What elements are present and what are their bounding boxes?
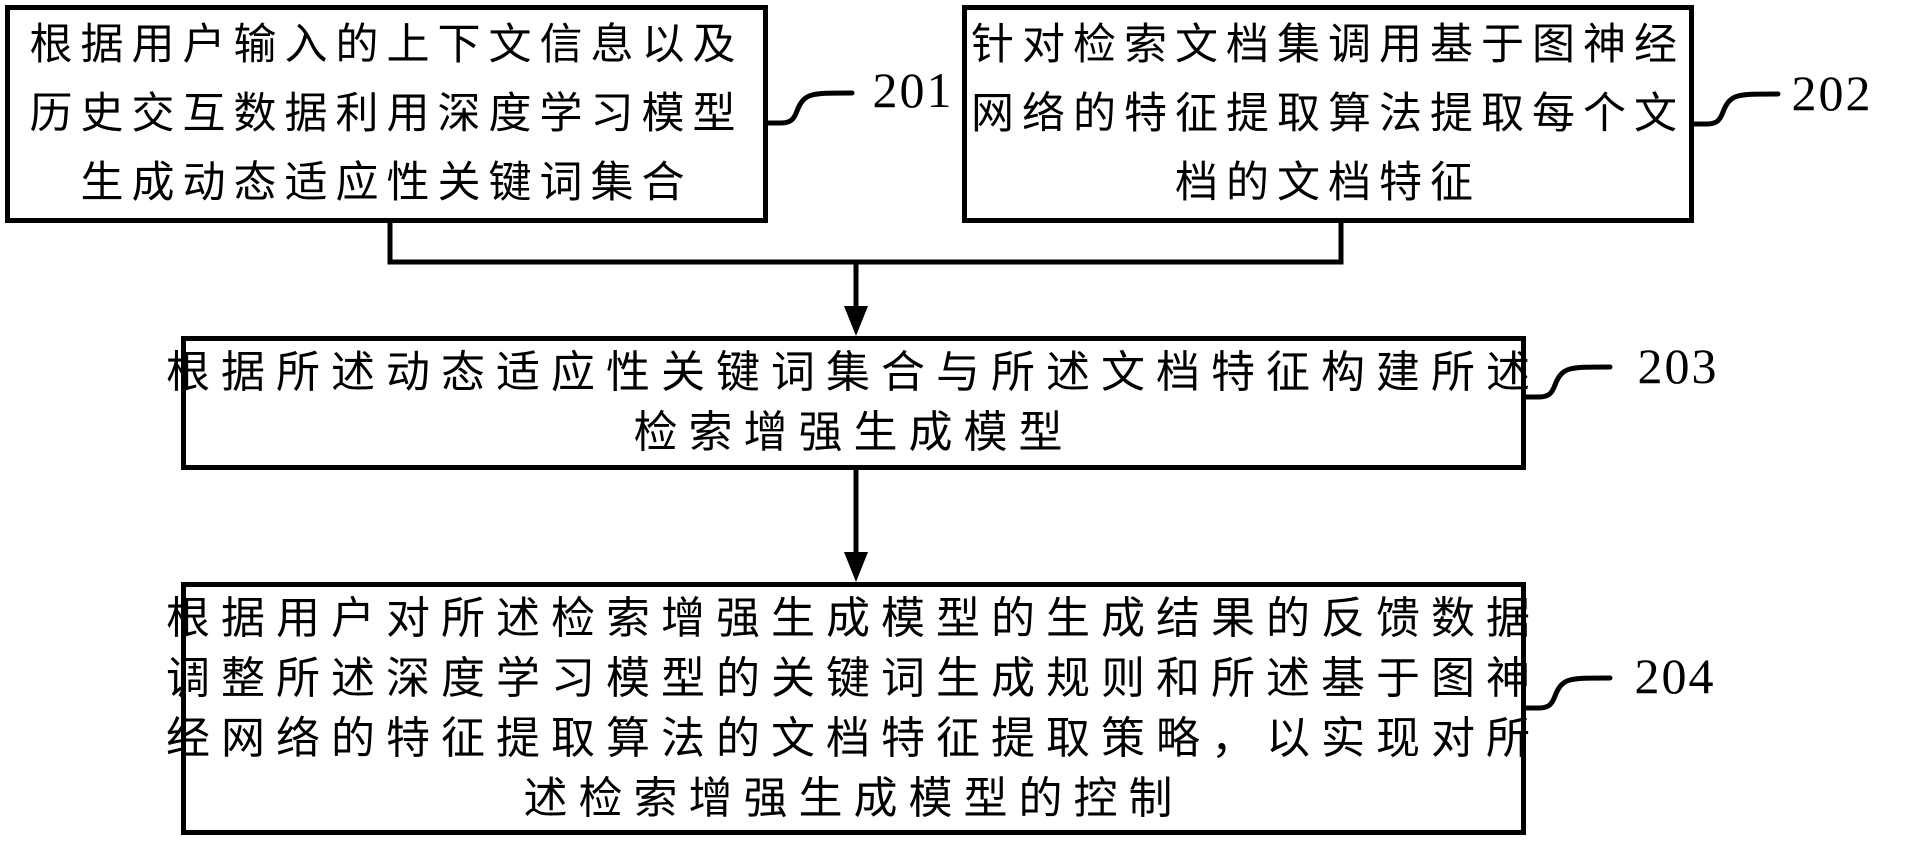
step-box-202: 针对检索文档集调用基于图神经 网络的特征提取算法提取每个文 档的文档特征 <box>962 5 1694 223</box>
ref-label-202: 202 <box>1791 65 1873 121</box>
step-text-line: 生成动态适应性关键词集合 <box>80 159 693 207</box>
step-text-line: 网络的特征提取算法提取每个文 <box>971 90 1685 138</box>
step-text-line: 调整所述深度学习模型的关键词生成规则和所述基于图神 <box>166 653 1541 703</box>
step-text-line: 经网络的特征提取算法的文档特征提取策略，以实现对所 <box>166 713 1541 763</box>
step-text-line: 述检索增强生成模型的控制 <box>523 773 1184 823</box>
step-box-204: 根据用户对所述检索增强生成模型的生成结果的反馈数据 调整所述深度学习模型的关键词… <box>166 582 1530 835</box>
flow-arrow-down-icon <box>844 262 868 336</box>
ref-label-203: 203 <box>1637 338 1719 394</box>
step-text-line: 检索增强生成模型 <box>633 408 1074 457</box>
step-text-line: 历史交互数据利用深度学习模型 <box>29 90 744 138</box>
leader-squiggle-icon <box>1523 364 1613 400</box>
flow-arrow-down-icon <box>844 470 868 582</box>
ref-label-204: 204 <box>1634 648 1716 704</box>
step-text-line: 针对检索文档集调用基于图神经 <box>971 21 1685 69</box>
step-text-line: 根据所述动态适应性关键词集合与所述文档特征构建所述 <box>166 348 1541 397</box>
ref-label-201: 201 <box>872 62 954 118</box>
merge-connector-line <box>387 222 1344 265</box>
step-box-203: 根据所述动态适应性关键词集合与所述文档特征构建所述 检索增强生成模型 <box>166 336 1530 470</box>
leader-squiggle-icon <box>1691 91 1781 127</box>
leader-squiggle-icon <box>1523 675 1613 711</box>
step-text-line: 根据用户对所述检索增强生成模型的生成结果的反馈数据 <box>166 593 1541 643</box>
step-box-201: 根据用户输入的上下文信息以及 历史交互数据利用深度学习模型 生成动态适应性关键词… <box>5 5 768 223</box>
leader-squiggle-icon <box>765 90 855 126</box>
step-text-line: 档的文档特征 <box>1175 159 1481 207</box>
step-text-line: 根据用户输入的上下文信息以及 <box>29 21 744 69</box>
